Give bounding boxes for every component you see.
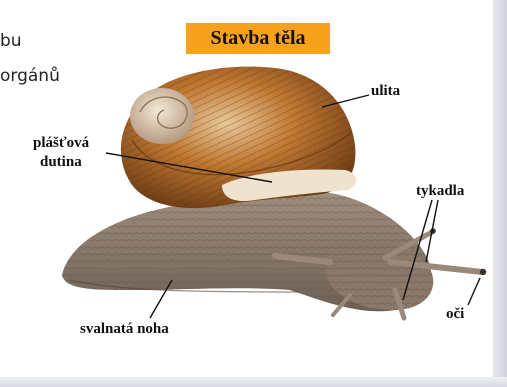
label-oci: oči [446, 305, 464, 323]
pointer-tykadla-1 [426, 200, 438, 262]
label-dutina: dutina [40, 153, 82, 171]
pointer-oci [468, 278, 480, 305]
eye-spot [480, 269, 486, 275]
slide-frame-right [493, 0, 507, 387]
label-svalnata-noha: svalnatá noha [80, 320, 169, 338]
snail-shell [121, 67, 356, 209]
label-plastova: plášťová [33, 134, 89, 152]
label-tykadla: tykadla [416, 182, 464, 200]
label-ulita: ulita [371, 82, 400, 100]
slide-frame-bottom [0, 377, 507, 387]
